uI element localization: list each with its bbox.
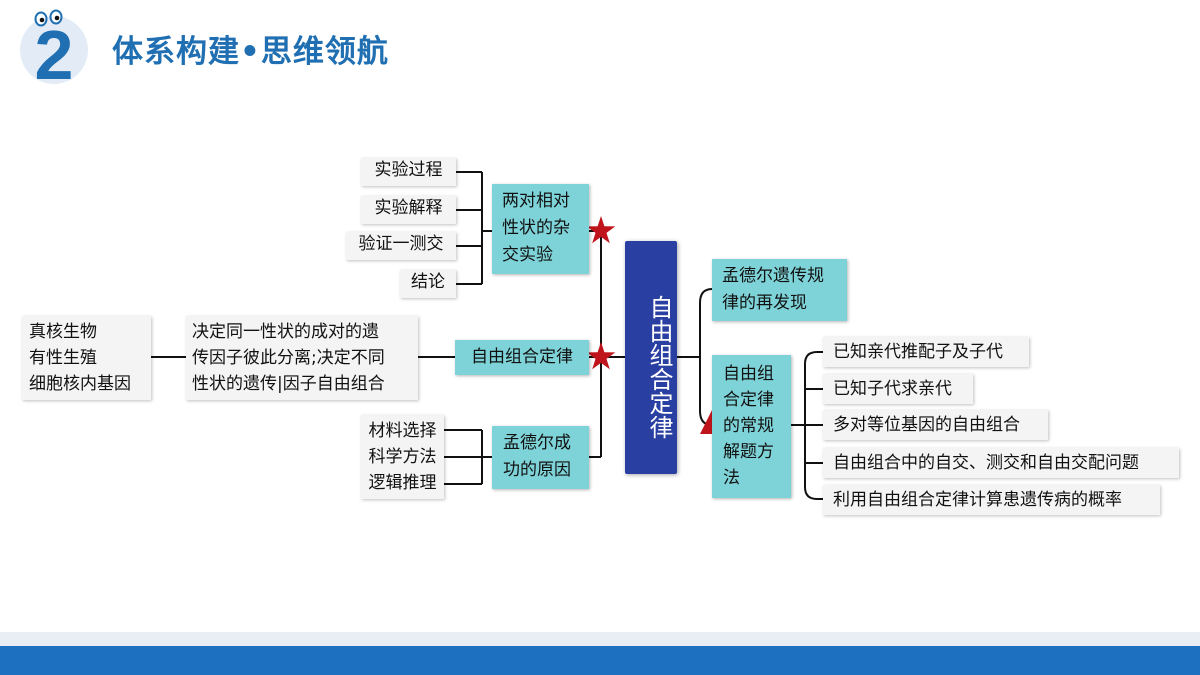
branch1-label-line: 两对相对: [502, 191, 570, 211]
item-experiment-explanation: 实验解释: [361, 196, 456, 224]
center-node: 自由组合定律: [625, 241, 677, 474]
branch-mendel-success: 孟德尔成 功的原因: [492, 426, 589, 489]
page-title: 体系构建•思维领航: [112, 34, 389, 70]
number-2-logo: 2: [20, 9, 88, 88]
content-line: 性状的遗传|因子自由组合: [192, 374, 385, 394]
condition-line: 有性生殖: [29, 348, 97, 368]
methods-label-line: 自由组: [723, 364, 774, 384]
branch-independent-assortment: 自由组合定律: [455, 340, 589, 375]
condition-line: 真核生物: [29, 322, 97, 342]
item-testcross-verification: 验证一测交: [346, 232, 456, 260]
branch-rediscovery: 孟德尔遗传规 律的再发现: [712, 259, 847, 321]
reason-line: 科学方法: [368, 447, 437, 467]
star-marker-1: [586, 216, 616, 244]
method-item-5: 利用自由组合定律计算患遗传病的概率: [823, 485, 1160, 515]
assortment-content: 决定同一性状的成对的遗 传因子彼此分离;决定不同 性状的遗传|因子自由组合: [186, 316, 418, 400]
applicable-conditions: 真核生物 有性生殖 细胞核内基因: [22, 316, 151, 400]
branch3-label-line: 孟德尔成: [503, 433, 571, 453]
condition-line: 细胞核内基因: [29, 374, 131, 394]
method-item-4: 自由组合中的自交、测交和自由交配问题: [823, 448, 1179, 478]
methods-label-line: 法: [723, 468, 740, 488]
item-experiment-process: 实验过程: [361, 158, 456, 186]
branch3-label-line: 功的原因: [503, 460, 571, 480]
methods-label-line: 的常规: [723, 416, 774, 436]
item-conclusion: 结论: [400, 270, 456, 298]
methods-label-line: 解题方: [723, 442, 774, 462]
method-item-3: 多对等位基因的自由组合: [823, 410, 1048, 440]
success-reasons: 材料选择 科学方法 逻辑推理: [361, 415, 444, 499]
content-line: 传因子彼此分离;决定不同: [192, 348, 385, 368]
star-marker-2: [586, 342, 616, 370]
branch-hybrid-experiment: 两对相对 性状的杂 交实验: [492, 184, 589, 274]
branch-problem-methods: 自由组 合定律 的常规 解题方 法: [712, 355, 791, 498]
method-item-1: 已知亲代推配子及子代: [823, 337, 1029, 367]
rediscovery-line: 孟德尔遗传规: [722, 266, 824, 286]
reason-line: 逻辑推理: [368, 473, 437, 493]
methods-label-line: 合定律: [723, 390, 774, 410]
method-item-2: 已知子代求亲代: [823, 374, 973, 404]
center-label: 自由组合定律: [645, 294, 673, 439]
logo-number: 2: [35, 16, 74, 88]
footer-bar: [0, 646, 1200, 675]
branch1-label-line: 交实验: [502, 245, 553, 265]
footer-strip: [0, 632, 1200, 646]
branch1-label-line: 性状的杂: [502, 218, 570, 238]
content-line: 决定同一性状的成对的遗: [192, 322, 379, 342]
rediscovery-line: 律的再发现: [722, 293, 807, 313]
reason-line: 材料选择: [368, 421, 437, 441]
